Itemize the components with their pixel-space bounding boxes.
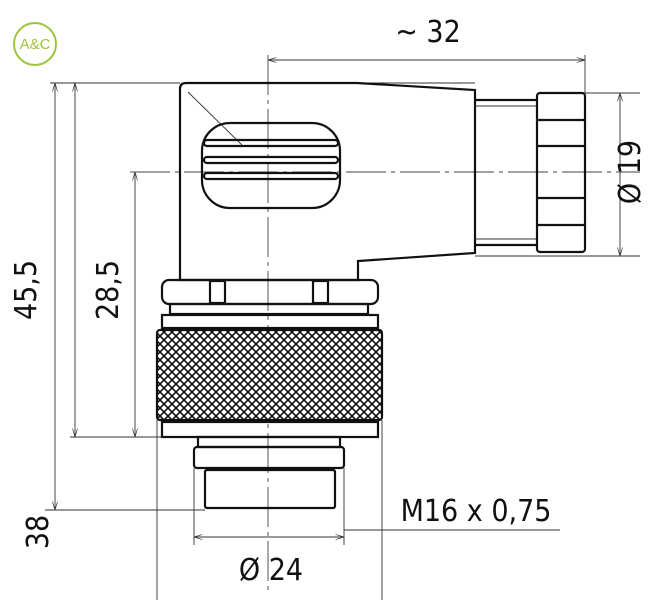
logo-text: A&C <box>19 35 51 53</box>
dim-nut-diameter: Ø 19 <box>613 140 648 204</box>
dim-bottom-height: 38 <box>21 515 56 549</box>
extension-lines <box>45 55 640 600</box>
connector-housing <box>178 81 587 282</box>
dim-total-height: 45,5 <box>9 260 44 320</box>
cable-nut <box>535 91 587 254</box>
knurled-ring <box>155 328 384 422</box>
dim-width-top: ~ 32 <box>395 15 461 50</box>
dimension-lines <box>55 60 620 537</box>
dim-knurl-diameter: Ø 24 <box>239 553 303 588</box>
grip-ribs <box>202 138 340 181</box>
thread-plug <box>203 468 337 510</box>
dim-mid-height: 28,5 <box>91 260 126 320</box>
coupling-nut <box>155 278 384 510</box>
grip-pad <box>200 121 342 210</box>
logo: A&C <box>13 22 57 66</box>
dim-thread: M16 x 0,75 <box>401 494 552 529</box>
